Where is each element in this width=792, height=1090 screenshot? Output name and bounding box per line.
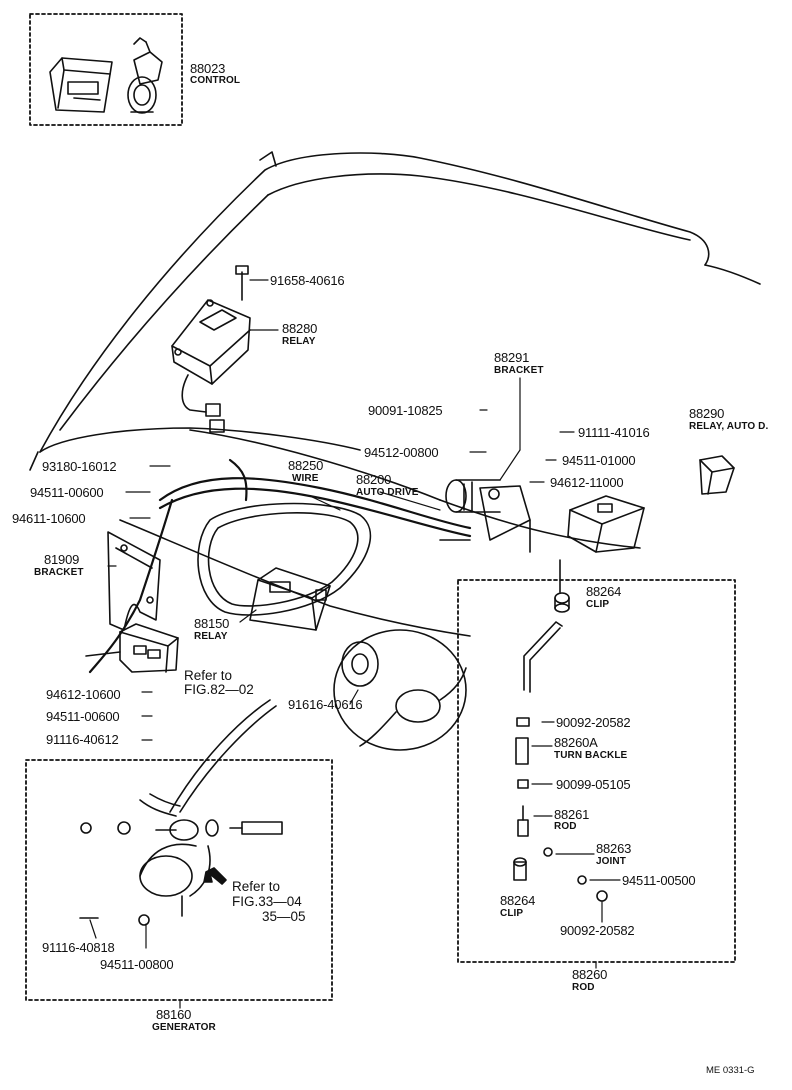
part-number-88264-upper: 88264	[586, 584, 622, 599]
part-name-rod-88261: ROD	[554, 821, 577, 832]
relay-small-drawing	[85, 623, 179, 673]
part-number-90099-05105: 90099-05105	[556, 777, 631, 792]
part-name-control: CONTROL	[190, 75, 241, 86]
part-number-88160: 88160	[156, 1007, 192, 1022]
instrument-cluster-outline	[197, 502, 372, 616]
part-number-88261: 88261	[554, 807, 590, 822]
relay-88150-drawing	[249, 567, 331, 631]
part-number-94612-10600: 94612-10600	[46, 687, 121, 702]
relay-88280-drawing	[171, 265, 251, 433]
part-name-joint: JOINT	[596, 856, 626, 867]
part-name-bracket-81909: BRACKET	[34, 567, 84, 578]
refer-fig82-line1: Refer to	[184, 668, 233, 683]
figure-code: ME 0331-G	[706, 1065, 755, 1076]
part-number-91116-40612: 91116-40612	[46, 732, 119, 747]
part-name-generator: GENERATOR	[152, 1022, 216, 1033]
part-number-94511-00600-upper: 94511-00600	[30, 485, 104, 500]
refer-fig33-line1: Refer to	[232, 879, 281, 894]
part-name-bracket-88291: BRACKET	[494, 365, 544, 376]
relay-auto-d-drawing	[699, 455, 735, 495]
rod-group-box	[457, 579, 736, 963]
computer-module-drawing	[567, 495, 645, 553]
refer-fig82-line2: FIG.82—02	[184, 682, 254, 697]
part-number-90091-10825: 90091-10825	[368, 403, 443, 418]
part-number-88260A: 88260A	[554, 735, 598, 750]
part-name-auto-drive: AUTO DRIVE	[356, 487, 419, 498]
part-name-relay-auto-d: RELAY, AUTO D.	[689, 421, 769, 432]
part-number-94511-00600-lower: 94511-00600	[46, 709, 120, 724]
bracket-81909-drawing	[107, 531, 161, 631]
part-number-88290: 88290	[689, 406, 725, 421]
part-number-91111-41016: 91111-41016	[578, 425, 650, 440]
wire-harness	[88, 458, 472, 674]
generator-group-box	[25, 759, 333, 1001]
part-number-88150: 88150	[194, 616, 230, 631]
vehicle-body-outline	[29, 151, 761, 637]
part-number-88291: 88291	[494, 350, 530, 365]
part-name-turn-backle: TURN BACKLE	[554, 750, 628, 761]
part-number-88023: 88023	[190, 61, 226, 76]
refer-fig33-line3: 35—05	[262, 909, 306, 924]
control-unit-drawing	[49, 37, 163, 114]
part-name-relay-88150: RELAY	[194, 631, 228, 642]
part-number-81909: 81909	[44, 552, 80, 567]
control-group-box	[29, 13, 183, 126]
part-number-91116-40818: 91116-40818	[42, 940, 115, 955]
part-number-94511-01000: 94511-01000	[562, 453, 636, 468]
part-number-94511-00500: 94511-00500	[622, 873, 696, 888]
refer-arrow	[203, 867, 227, 885]
part-name-clip-upper: CLIP	[586, 599, 610, 610]
auto-drive-actuator-drawing	[439, 479, 531, 553]
part-number-94512-00800: 94512-00800	[364, 445, 439, 460]
part-number-94611-10600: 94611-10600	[12, 511, 86, 526]
part-number-94612-11000: 94612-11000	[550, 475, 624, 490]
part-number-88264-lower: 88264	[500, 893, 536, 908]
rod-assembly-drawing	[513, 559, 608, 902]
part-number-93180-16012: 93180-16012	[42, 459, 117, 474]
part-number-94511-00800: 94511-00800	[100, 957, 174, 972]
part-number-88280: 88280	[282, 321, 318, 336]
part-number-88200: 88200	[356, 472, 392, 487]
steering-wheel-drawing	[333, 629, 467, 751]
generator-drawing	[79, 699, 283, 926]
part-number-91616-40616: 91616-40616	[288, 697, 363, 712]
part-name-wire: WIRE	[292, 473, 319, 484]
part-name-clip-lower: CLIP	[500, 908, 524, 919]
leader-lines	[89, 279, 621, 1009]
part-number-91658-40616: 91658-40616	[270, 273, 345, 288]
refer-fig33-line2: FIG.33—04	[232, 894, 302, 909]
part-name-relay-88280: RELAY	[282, 336, 316, 347]
part-number-90092-20582-lower: 90092-20582	[560, 923, 635, 938]
part-number-88250: 88250	[288, 458, 324, 473]
part-number-88263: 88263	[596, 841, 632, 856]
part-number-90092-20582-upper: 90092-20582	[556, 715, 631, 730]
part-number-88260: 88260	[572, 967, 608, 982]
part-name-rod-88260: ROD	[572, 982, 595, 993]
